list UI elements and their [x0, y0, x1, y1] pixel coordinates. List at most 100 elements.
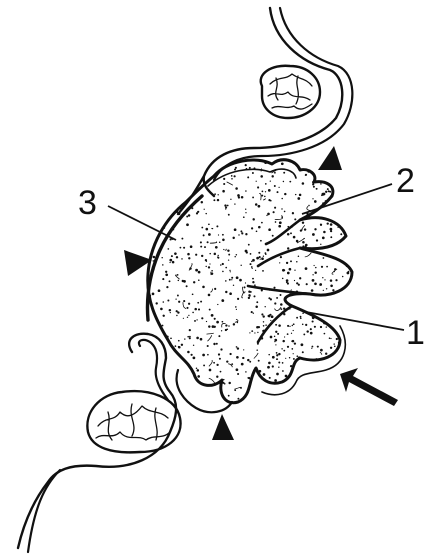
stipple-dot [167, 248, 169, 250]
stipple-dot [345, 328, 348, 331]
stipple-dot [268, 297, 270, 299]
stipple-dot [218, 234, 219, 235]
stipple-dot [224, 383, 226, 385]
stipple-dot [256, 181, 257, 182]
stipple-stroke [254, 353, 258, 359]
stipple-dot [200, 246, 202, 248]
stipple-dot [335, 279, 337, 281]
stipple-dot [201, 227, 203, 229]
stipple-dot [267, 315, 269, 317]
stipple-dot [191, 391, 193, 393]
stipple-dot [280, 256, 282, 258]
stipple-dot [237, 373, 239, 375]
stipple-dot [294, 400, 297, 403]
stipple-dot [311, 346, 313, 348]
stipple-dot [269, 289, 271, 291]
stipple-dot [270, 180, 271, 181]
stipple-dot [170, 337, 172, 339]
stipple-dot [264, 196, 266, 198]
stipple-dot [295, 194, 296, 195]
stipple-dot [278, 366, 279, 367]
stipple-dot [321, 266, 323, 268]
stipple-dot [343, 165, 344, 166]
stipple-dot [336, 338, 338, 340]
stipple-dot [342, 398, 343, 399]
stipple-dot [329, 377, 332, 380]
stipple-dot [294, 280, 295, 281]
stipple-dot [349, 248, 351, 250]
stipple-dot [305, 244, 308, 247]
stipple-dot [161, 257, 162, 258]
stipple-stroke [210, 289, 212, 293]
stipple-dot [193, 357, 196, 360]
stipple-dot [209, 369, 212, 372]
stipple-dot [257, 343, 259, 345]
stipple-dot [196, 337, 199, 340]
stipple-dot [278, 386, 279, 387]
stipple-dot [187, 184, 190, 187]
stipple-dot [287, 282, 289, 284]
upper-gland [261, 66, 320, 118]
stipple-dot [270, 320, 271, 321]
arrow [340, 368, 398, 406]
stipple-dot [349, 333, 351, 335]
stipple-dot [187, 163, 188, 164]
stipple-dot [260, 175, 263, 178]
stipple-dot [228, 254, 230, 256]
stipple-dot [249, 167, 251, 169]
stipple-dot [293, 297, 295, 299]
stipple-stroke [275, 307, 282, 311]
stipple-dot [270, 336, 273, 339]
stipple-dot [146, 210, 148, 212]
stipple-dot [252, 268, 253, 269]
stipple-dot [311, 348, 312, 349]
stipple-dot [312, 183, 314, 185]
stipple-dot [187, 371, 189, 373]
stipple-dot [275, 344, 276, 345]
stipple-dot [296, 355, 298, 357]
stipple-dot [289, 357, 290, 358]
stipple-dot [164, 160, 166, 162]
stipple-dot [252, 218, 254, 220]
stipple-dot [177, 295, 179, 297]
stipple-dot [267, 249, 270, 252]
stipple-dot [212, 325, 215, 328]
stipple-dot [321, 386, 324, 389]
stipple-dot [250, 392, 252, 394]
stipple-dot [306, 283, 308, 285]
stipple-dot [180, 247, 182, 249]
stipple-dot [279, 221, 282, 224]
stipple-dot [228, 382, 230, 384]
stipple-dot [321, 303, 323, 305]
stipple-dot [330, 279, 333, 282]
stipple-dot [283, 181, 284, 182]
stipple-dot [300, 317, 302, 319]
stipple-dot [321, 194, 323, 196]
stipple-dot [162, 278, 164, 280]
stipple-dot [165, 271, 167, 273]
stipple-dot [154, 224, 156, 226]
stipple-dot [259, 256, 261, 258]
stipple-dot [314, 303, 316, 305]
stipple-dot [287, 233, 290, 236]
stipple-dot [217, 256, 218, 257]
stipple-dot [245, 212, 246, 213]
stipple-dot [294, 218, 296, 220]
stipple-dot [219, 241, 221, 243]
stipple-dot [302, 221, 304, 223]
stipple-dot [293, 236, 296, 239]
stipple-dot [236, 254, 238, 256]
stipple-dot [324, 383, 326, 385]
stipple-dot [296, 261, 298, 263]
stipple-dot [302, 182, 305, 185]
stipple-dot [202, 286, 205, 289]
stipple-dot [173, 184, 175, 186]
gland-cleft [248, 220, 310, 342]
stipple-dot [197, 369, 200, 372]
stipple-dot [332, 289, 334, 291]
stipple-dot [247, 176, 249, 178]
stipple-dot [242, 357, 244, 359]
stipple-dot [225, 280, 227, 282]
stipple-dot [151, 214, 153, 216]
stipple-dot [249, 332, 250, 333]
